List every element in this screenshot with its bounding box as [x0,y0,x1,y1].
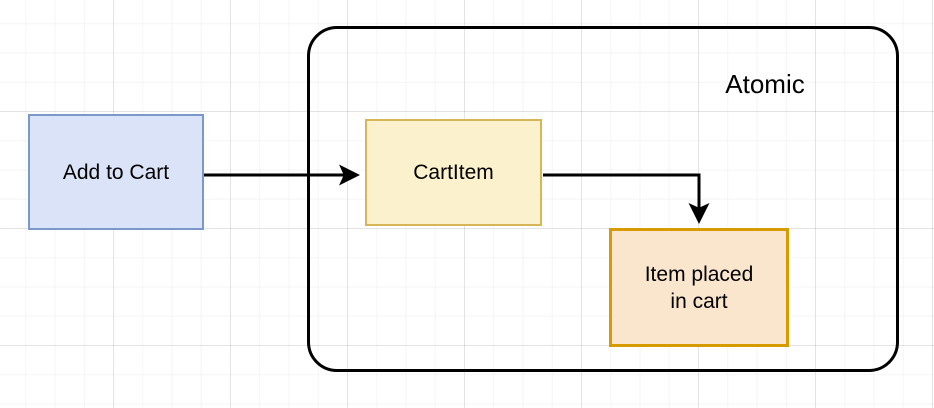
node-cart-item-label: CartItem [413,161,494,184]
node-item-placed-line-2: in cart [670,289,728,313]
node-add-to-cart[interactable]: Add to Cart [28,114,204,230]
node-item-placed-in-cart-label: Item placed in cart [639,261,760,315]
node-add-to-cart-label: Add to Cart [62,160,170,184]
node-item-placed-in-cart[interactable]: Item placed in cart [609,228,789,347]
node-item-placed-line-1: Item placed [644,262,754,286]
node-cart-item[interactable]: CartItem [365,119,542,226]
atomic-group-label: Atomic [725,69,805,99]
atomic-group-container[interactable] [307,26,899,372]
